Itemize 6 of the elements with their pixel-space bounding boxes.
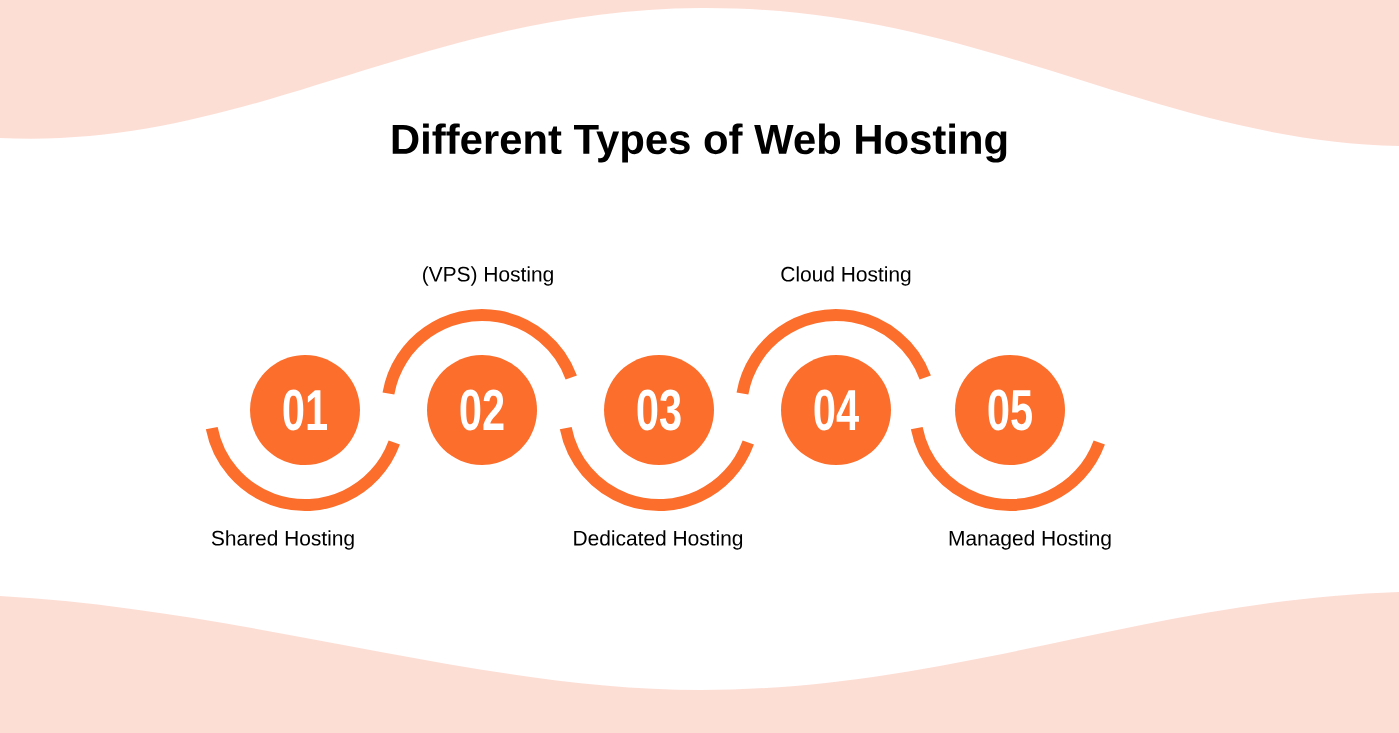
step-label: Dedicated Hosting	[574, 530, 743, 550]
title: Different Types of Web Hosting	[392, 123, 1007, 163]
step-label: Cloud Hosting	[781, 266, 911, 286]
step-label: Managed Hosting	[949, 530, 1111, 550]
step-label: (VPS) Hosting	[423, 266, 553, 286]
step-label: Shared Hosting	[211, 530, 354, 550]
